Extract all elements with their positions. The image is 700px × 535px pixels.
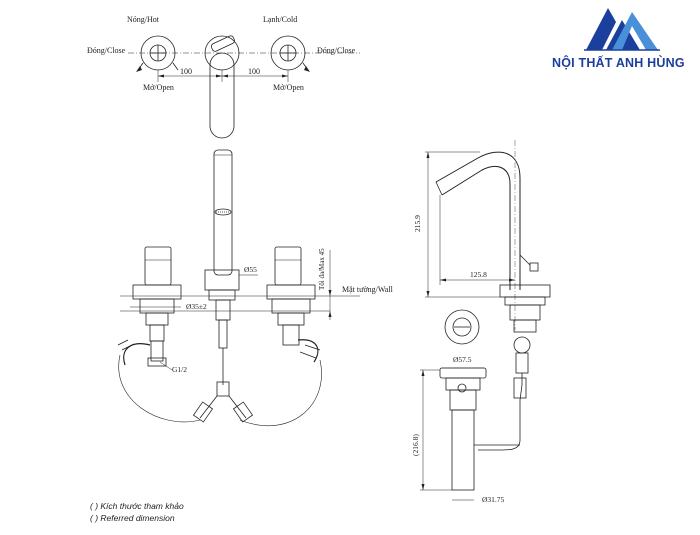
drain-assembly [439, 367, 487, 379]
reference-note-vi: ( ) Kích thước tham khảo [90, 501, 184, 511]
wall-label: Mặt tường/Wall [342, 285, 394, 294]
drain-pipe-diameter: Ø31.75 [482, 495, 505, 504]
drain-length: (216.8) [411, 434, 420, 456]
top-view [128, 35, 360, 139]
spout-base-diameter: Ø55 [244, 265, 257, 274]
cold-handle-front [274, 246, 302, 286]
spacing-left-label: 100 [180, 67, 192, 76]
close-right-label: Đóng/Close [317, 46, 356, 55]
spout-plan [204, 35, 240, 139]
reference-note-en: ( ) Referred dimension [90, 513, 175, 523]
hot-handle-front [144, 246, 172, 286]
spacing-right-label: 100 [248, 67, 260, 76]
spout-front [213, 149, 233, 276]
open-left-label: Mở/Open [143, 83, 174, 92]
thread-size: G1/2 [172, 365, 187, 374]
open-right-label: Mở/Open [273, 83, 304, 92]
drain-top-view [444, 309, 480, 345]
cold-label: Lạnh/Cold [263, 15, 297, 24]
close-left-label: Đóng/Close [87, 46, 126, 55]
height-dimension: 215.9 [413, 215, 422, 232]
aerator-icon [214, 208, 232, 216]
drain-diameter: Ø57.5 [453, 355, 472, 364]
side-view [420, 140, 551, 501]
cold-handle-plan [270, 35, 310, 72]
reach-dimension: 125.8 [470, 270, 487, 279]
max-thickness-label: Tối đa/Max 45 [318, 248, 326, 290]
double-mountain-logo-icon [582, 2, 662, 52]
hole-diameter: Ø35±2 [186, 302, 207, 311]
front-view [117, 149, 360, 426]
hot-label: Nóng/Hot [127, 15, 160, 24]
hot-handle-plan [136, 35, 179, 72]
brand-name: NỘI THẤT ANH HÙNG [552, 56, 685, 70]
